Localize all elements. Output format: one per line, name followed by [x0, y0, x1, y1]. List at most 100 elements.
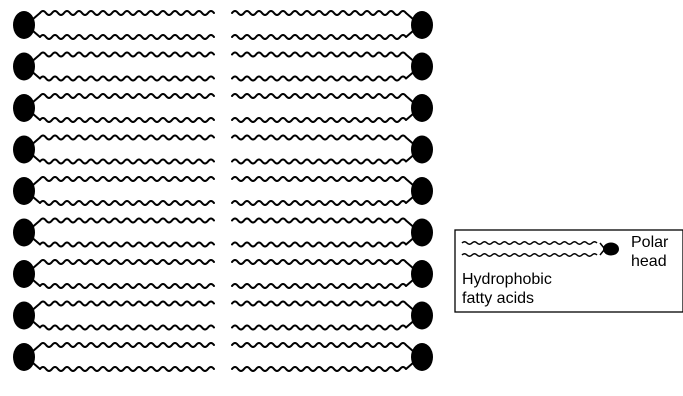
tail-link [405, 95, 416, 105]
polar-head-label-line2: head [631, 253, 667, 270]
fatty-acid-tail [39, 300, 215, 307]
tail-link [30, 302, 41, 313]
fatty-acid-tail [39, 241, 215, 248]
tail-link [405, 302, 416, 313]
fatty-acid-tail [39, 134, 215, 141]
polar-head-label-line1: Polar [631, 234, 669, 251]
legend-fatty-acid-tail [461, 253, 598, 257]
legend-box [454, 229, 683, 313]
fatty-acid-tail [39, 75, 215, 82]
fatty-acid-tail [231, 51, 407, 58]
fatty-acid-tail [39, 366, 215, 372]
tail-link [405, 136, 416, 147]
tail-link [405, 53, 416, 64]
polar-head [411, 94, 433, 122]
tail-link [30, 194, 41, 204]
polar-head [411, 52, 433, 81]
fatty-acid-tail [231, 93, 407, 99]
polar-head [13, 343, 35, 371]
polar-head [13, 218, 35, 247]
tail-link [405, 360, 416, 370]
polar-head [411, 260, 433, 288]
tail-link [30, 69, 41, 80]
tail-link [30, 277, 41, 287]
fatty-acid-tail [231, 75, 407, 82]
fatty-acid-tail [231, 200, 407, 206]
fatty-acid-tail [39, 34, 215, 40]
tail-link [30, 318, 41, 329]
fatty-acid-tail [39, 117, 215, 123]
fatty-acid-tail [39, 217, 215, 224]
tail-link [405, 261, 416, 271]
tail-link [405, 344, 416, 354]
tail-link [30, 152, 41, 163]
fatty-acid-tail [39, 200, 215, 206]
tail-link [405, 194, 416, 204]
fatty-acid-tail [231, 117, 407, 123]
left-leaflet [13, 10, 215, 372]
fatty-acid-tail [231, 283, 407, 289]
fatty-acid-tail [231, 300, 407, 307]
tail-link [405, 28, 416, 38]
tail-link [30, 178, 41, 188]
polar-head [13, 301, 35, 330]
tail-link [405, 178, 416, 188]
tail-link [30, 53, 41, 64]
tail-link [30, 261, 41, 271]
tail-link [405, 318, 416, 329]
legend-molecule [461, 241, 619, 257]
fatty-acid-tail [39, 51, 215, 58]
tail-link [405, 152, 416, 163]
fatty-acid-tail [231, 241, 407, 248]
fatty-acid-tail [231, 324, 407, 331]
polar-head [13, 260, 35, 288]
fatty-acid-tail [231, 342, 407, 348]
tail-link [405, 12, 416, 22]
fatty-acid-tail [39, 176, 215, 182]
tail-link [30, 235, 41, 246]
polar-head [13, 135, 35, 164]
fatty-acid-tail [231, 176, 407, 182]
fatty-acid-tail [231, 217, 407, 224]
fatty-acid-tail [231, 366, 407, 372]
tail-link [30, 111, 41, 121]
fatty-acid-tail [39, 324, 215, 331]
tail-link [30, 219, 41, 230]
polar-head [13, 94, 35, 122]
tail-link [405, 111, 416, 121]
hydrophobic-label-line1: Hydrophobic [462, 271, 552, 288]
tail-link [30, 28, 41, 38]
tail-link [405, 69, 416, 80]
polar-head [411, 135, 433, 164]
fatty-acid-tail [231, 158, 407, 165]
polar-head [411, 11, 433, 39]
tail-link [30, 360, 41, 370]
fatty-acid-tail [39, 283, 215, 289]
legend-polar-head [603, 242, 619, 256]
hydrophobic-label-line2: fatty acids [462, 290, 535, 307]
fatty-acid-tail [39, 259, 215, 265]
fatty-acid-tail [231, 10, 407, 16]
polar-head [411, 177, 433, 205]
legend-fatty-acid-tail [461, 241, 598, 245]
polar-head [13, 177, 35, 205]
fatty-acid-tail [231, 34, 407, 40]
right-leaflet [231, 10, 433, 372]
fatty-acid-tail [39, 93, 215, 99]
tail-link [405, 219, 416, 230]
polar-head [411, 301, 433, 330]
polar-head [411, 218, 433, 247]
polar-head [411, 343, 433, 371]
tail-link [30, 136, 41, 147]
polar-head [13, 52, 35, 81]
tail-link [30, 12, 41, 22]
fatty-acid-tail [39, 342, 215, 348]
fatty-acid-tail [231, 134, 407, 141]
fatty-acid-tail [39, 10, 215, 16]
tail-link [405, 235, 416, 246]
tail-link [405, 277, 416, 287]
fatty-acid-tail [231, 259, 407, 265]
polar-head [13, 11, 35, 39]
tail-link [30, 344, 41, 354]
